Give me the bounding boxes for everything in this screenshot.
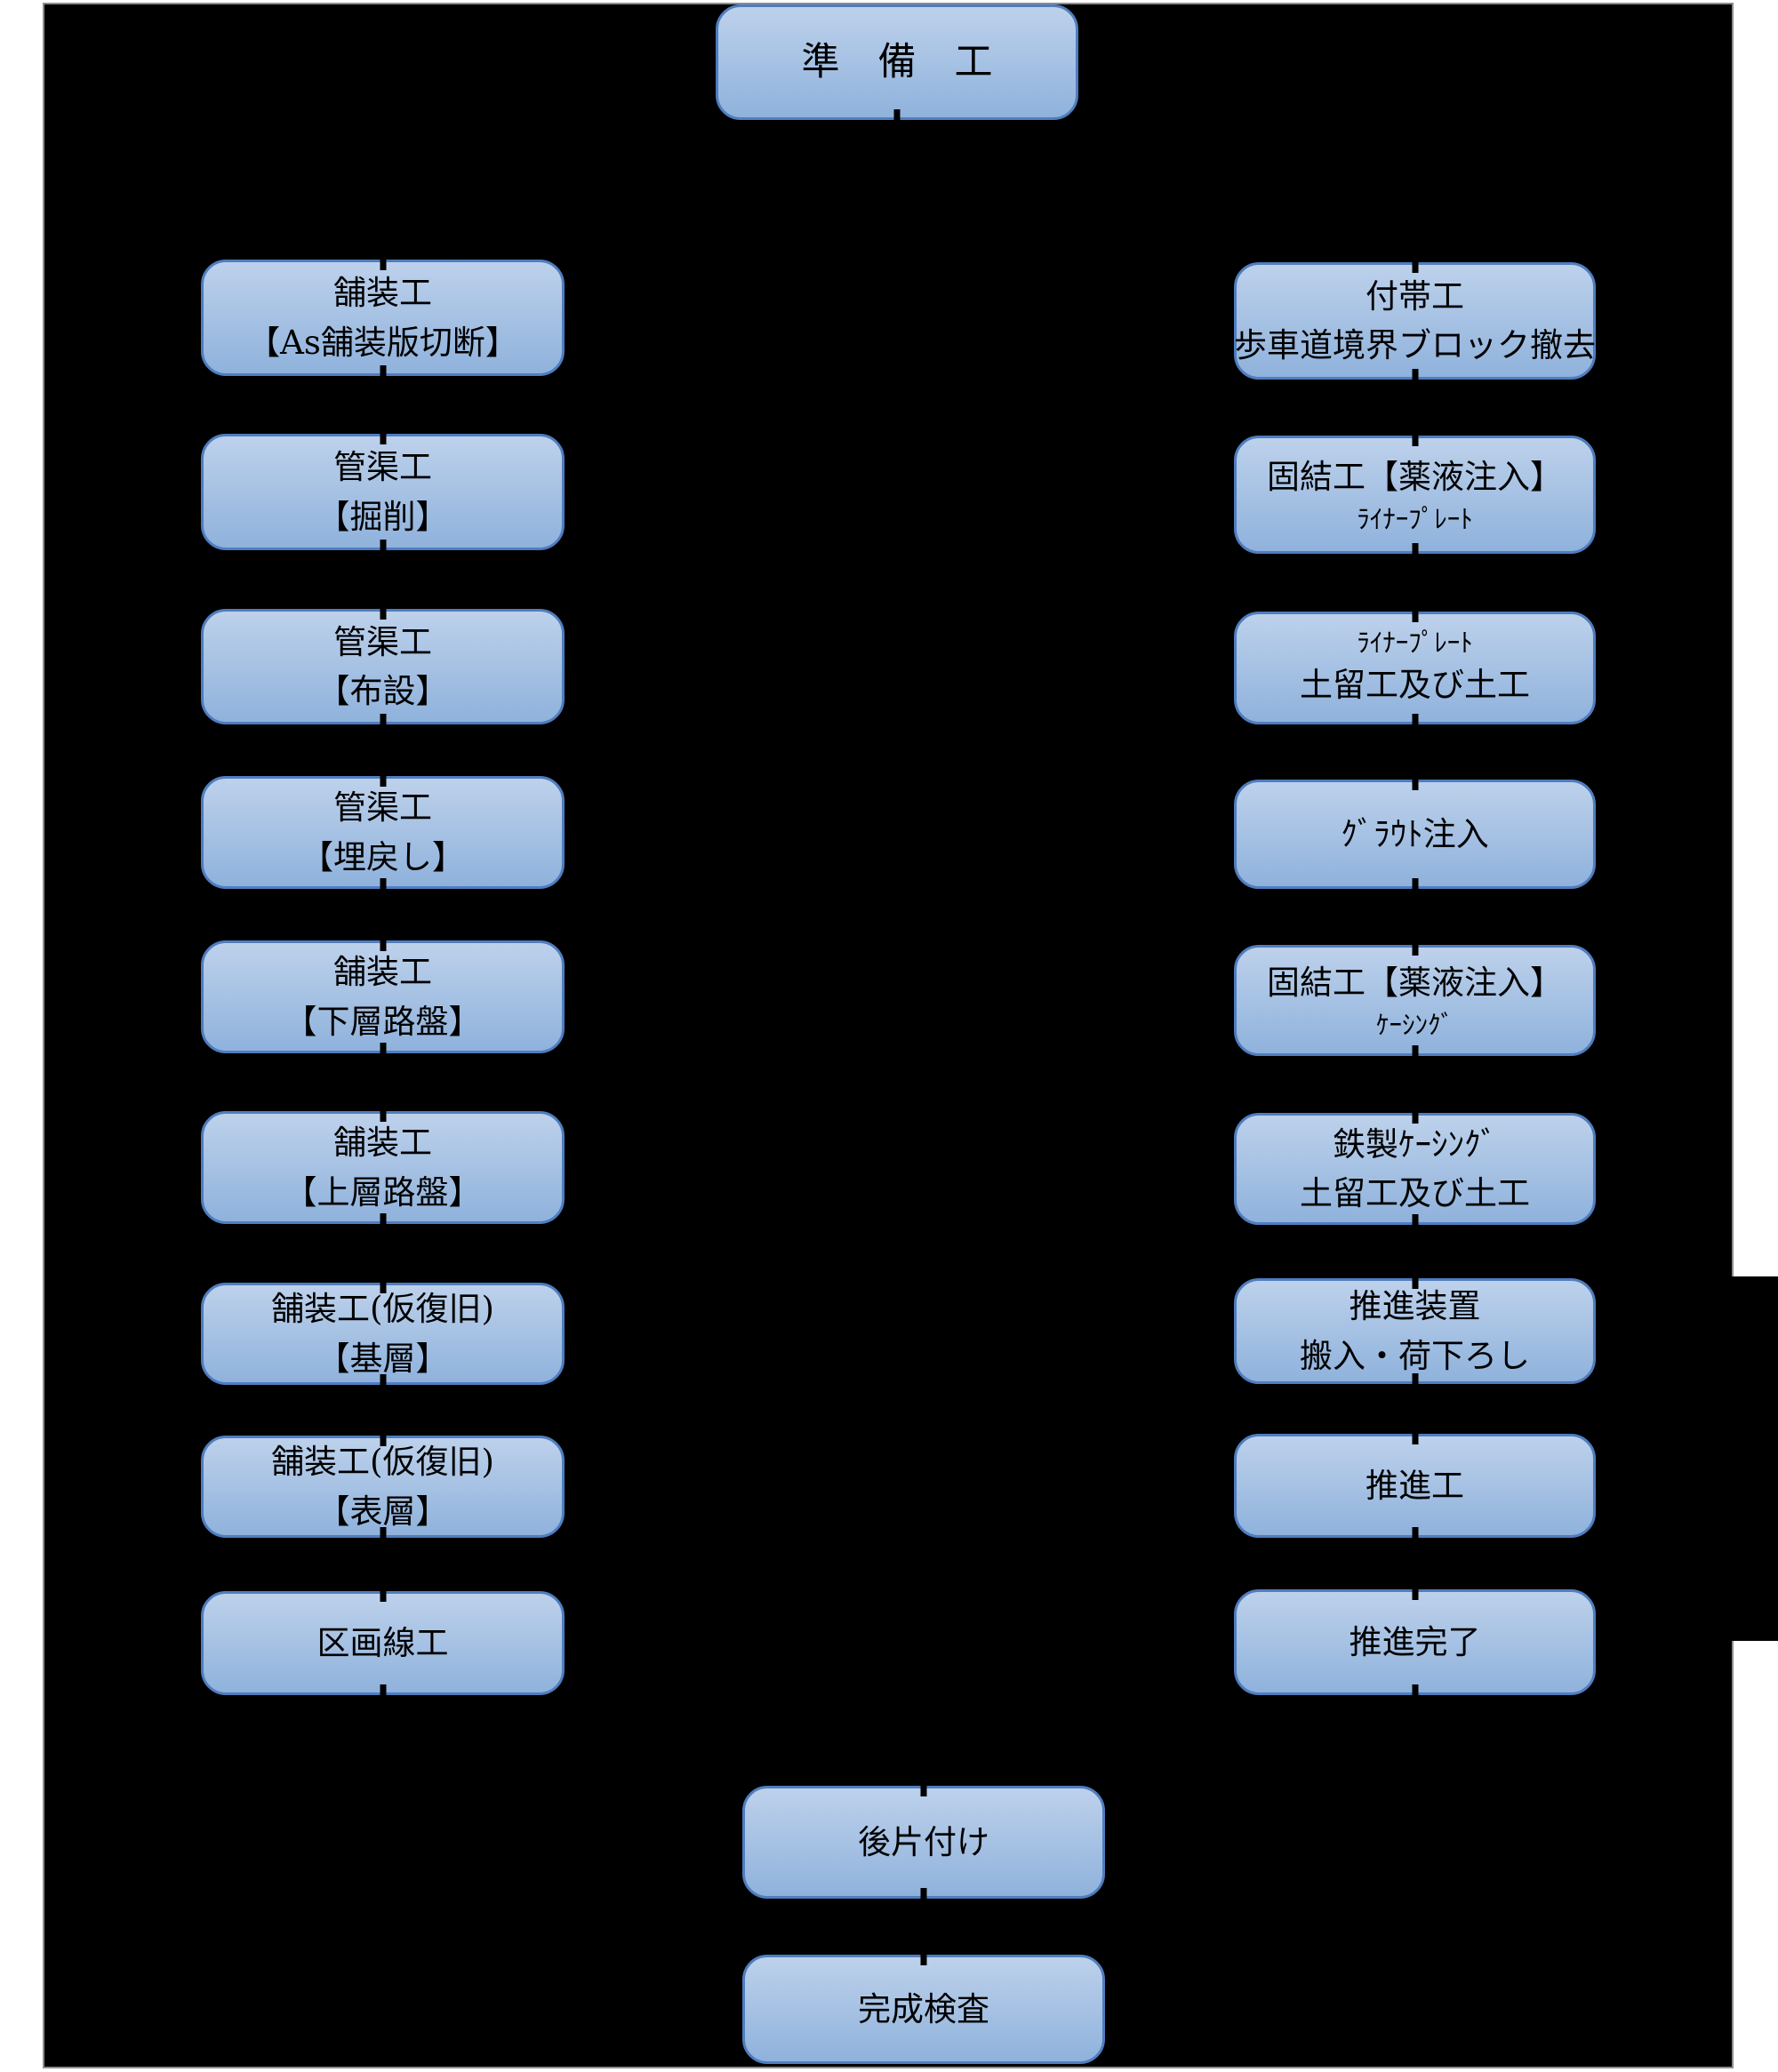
flow-node-l3: 管渠工【布設】: [201, 604, 565, 730]
connector-stub-top: [1412, 430, 1418, 446]
flow-node-line: ﾗｲﾅｰﾌﾟﾚｰﾄ: [1357, 628, 1473, 659]
flow-node-l9: 区画線工: [201, 1586, 565, 1700]
flow-node-r3: ﾗｲﾅｰﾌﾟﾚｰﾄ 土留工及び土工: [1234, 606, 1596, 730]
connector-stub-bottom: [1412, 543, 1418, 559]
flow-node-l7: 舗装工(仮復旧) 【基層】: [201, 1277, 565, 1390]
flow-node-line: 準 備 工: [801, 39, 993, 84]
flow-node-line: 推進完了: [1349, 1622, 1481, 1661]
connector-stub-bottom: [1412, 878, 1418, 894]
connector-stub-top: [920, 1949, 927, 1965]
connector-stub-bottom: [380, 1527, 386, 1543]
connector-stub-top: [380, 1277, 386, 1293]
flow-node-line: 土留工及び土工: [1300, 666, 1530, 705]
flow-node-line: 管渠工: [333, 788, 432, 827]
connector-stub-top: [920, 1780, 927, 1796]
flow-node-r7: 推進装置搬入・荷下ろし: [1234, 1273, 1596, 1389]
flow-node-l1: 舗装工【As舗装版切断】: [201, 254, 565, 381]
flow-node-b1: 後片付け: [742, 1780, 1105, 1904]
flow-node-line: 搬入・荷下ろし: [1300, 1336, 1530, 1375]
flow-node-line: 舗装工: [333, 1124, 432, 1162]
flow-node-r9: 推進完了: [1234, 1584, 1596, 1700]
flow-node-line: 歩車道境界ブロック撤去: [1234, 326, 1596, 364]
connector-stub-top: [380, 604, 386, 620]
connector-stub-bottom: [1412, 714, 1418, 730]
connector-stub-bottom: [1412, 1373, 1418, 1389]
connector-stub-top: [380, 771, 386, 787]
flow-node-line: 固結工【薬液注入】: [1267, 964, 1563, 1003]
connector-stub-top: [1412, 1273, 1418, 1289]
flow-node-line: 管渠工: [333, 622, 432, 661]
flow-node-line: ｹｰｼﾝｸﾞ: [1375, 1009, 1454, 1040]
flow-node-line: 【下層路盤】: [284, 1002, 482, 1041]
connector-stub-bottom: [380, 365, 386, 381]
flow-node-line: 【As舗装版切断】: [247, 323, 518, 362]
flow-node-line: 管渠工: [333, 448, 432, 486]
connector-stub-bottom: [1412, 1214, 1418, 1230]
flow-node-r5: 固結工【薬液注入】 ｹｰｼﾝｸﾞ: [1234, 940, 1596, 1061]
connector-stub-top: [1412, 774, 1418, 790]
connector-stub-bottom: [380, 1684, 386, 1700]
flow-node-l5: 舗装工【下層路盤】: [201, 935, 565, 1059]
flow-node-l2: 管渠工【掘削】: [201, 428, 565, 556]
flow-node-r2: 固結工【薬液注入】 ﾗｲﾅｰﾌﾟﾚｰﾄ: [1234, 430, 1596, 559]
connector-stub-bottom: [1412, 1684, 1418, 1700]
connector-stub-bottom: [1412, 1045, 1418, 1061]
flow-node-line: 【上層路盤】: [284, 1172, 482, 1212]
connector-stub-top: [1412, 1428, 1418, 1444]
connector-stub-bottom: [1412, 1527, 1418, 1543]
flow-node-line: 推進装置: [1349, 1287, 1481, 1325]
flow-node-line: 推進工: [1366, 1466, 1464, 1505]
connector-stub-top: [1412, 1108, 1418, 1124]
connector-stub-top: [1412, 257, 1418, 273]
flow-node-l6: 舗装工【上層路盤】: [201, 1106, 565, 1229]
flow-node-line: 土留工及び土工: [1300, 1174, 1530, 1212]
flow-node-line: 後片付け: [858, 1822, 989, 1861]
flow-node-line: 舗装工(仮復旧): [271, 1290, 494, 1328]
connector-stub-top: [380, 935, 386, 951]
connector-stub-top: [1412, 606, 1418, 622]
connector-stub-top: [1412, 940, 1418, 956]
flow-node-b2: 完成検査: [742, 1949, 1105, 2064]
flow-node-l4: 管渠工【埋戻し】: [201, 771, 565, 894]
connector-stub-bottom: [380, 1374, 386, 1390]
flow-node-line: ﾗｲﾅｰﾌﾟﾚｰﾄ: [1357, 503, 1473, 534]
flow-node-r4: ｸﾞﾗｳﾄ注入: [1234, 774, 1596, 894]
flow-node-r6: 鉄製ｹｰｼﾝｸﾞ 土留工及び土工: [1234, 1108, 1596, 1230]
flow-node-line: 鉄製ｹｰｼﾝｸﾞ: [1333, 1124, 1497, 1164]
connector-stub-bottom: [380, 714, 386, 730]
connector-stub-bottom: [380, 1043, 386, 1059]
flow-node-r1: 付帯工歩車道境界ブロック撤去: [1234, 257, 1596, 385]
flow-node-r8: 推進工: [1234, 1428, 1596, 1543]
connector-stub-bottom: [380, 540, 386, 556]
flow-node-line: 【表層】: [316, 1492, 449, 1531]
connector-stub-top: [380, 428, 386, 444]
flow-node-line: ｸﾞﾗｳﾄ注入: [1341, 814, 1489, 853]
connector-stub-bottom: [380, 878, 386, 894]
connector-stub-top: [380, 1106, 386, 1122]
connector-stub-top: [380, 1586, 386, 1602]
flow-node-line: 【掘削】: [316, 497, 449, 536]
connector-stub-bottom: [380, 1213, 386, 1229]
flow-node-line: 【基層】: [316, 1339, 449, 1378]
flow-node-l8: 舗装工(仮復旧) 【表層】: [201, 1430, 565, 1543]
flow-node-line: 舗装工: [333, 953, 432, 991]
flow-node-line: 区画線工: [316, 1623, 449, 1662]
flow-node-line: 舗装工(仮復旧): [271, 1443, 494, 1481]
connector-notch: [1730, 1276, 1778, 1641]
connector-stub-top: [380, 254, 386, 270]
flow-node-line: 【埋戻し】: [300, 837, 465, 876]
connector-stub-bottom: [920, 1888, 927, 1904]
flow-node-prep: 準 備 工: [716, 4, 1078, 125]
flow-node-line: 付帯工: [1366, 276, 1464, 316]
connector-stub-top: [380, 1430, 386, 1446]
connector-stub-bottom: [1412, 369, 1418, 385]
connector-stub-top: [1412, 1584, 1418, 1600]
flow-node-line: 舗装工: [333, 274, 432, 312]
flow-node-line: 完成検査: [858, 1989, 989, 2028]
connector-stub-bottom: [893, 109, 901, 125]
flow-node-line: 【布設】: [316, 672, 449, 710]
flow-node-line: 固結工【薬液注入】: [1267, 458, 1563, 497]
